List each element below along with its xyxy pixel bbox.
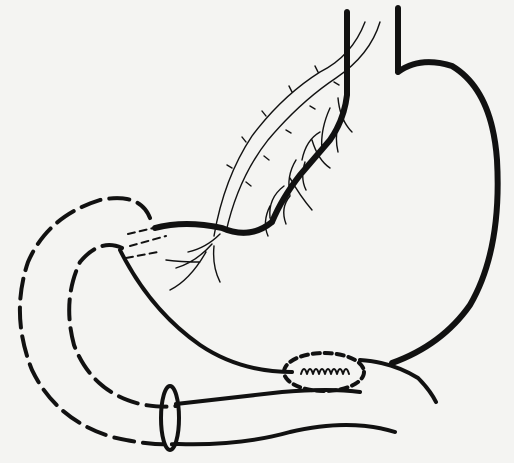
afferent-limb-right — [360, 360, 436, 402]
stomach-antrum-wall — [120, 250, 292, 372]
jejunum-ligature-ring — [161, 386, 179, 450]
nerve-branch-lower — [166, 234, 220, 290]
duodenum-stump-lines — [126, 226, 166, 258]
jejunum-inner-wall — [69, 245, 176, 407]
vagus-nerve-trunks — [214, 22, 380, 236]
anastomosis-stoma — [284, 353, 364, 391]
stomach-lesser-curvature — [155, 222, 272, 233]
stoma-sutures — [301, 369, 349, 374]
stomach-greater-curvature — [392, 62, 498, 363]
vagus-nerve-right — [214, 22, 365, 236]
esophagus-left-wall — [272, 12, 347, 222]
efferent-limb-lower — [178, 425, 395, 444]
vagus-nerve-ticks — [227, 66, 339, 186]
vagus-nerve-left — [226, 22, 380, 232]
